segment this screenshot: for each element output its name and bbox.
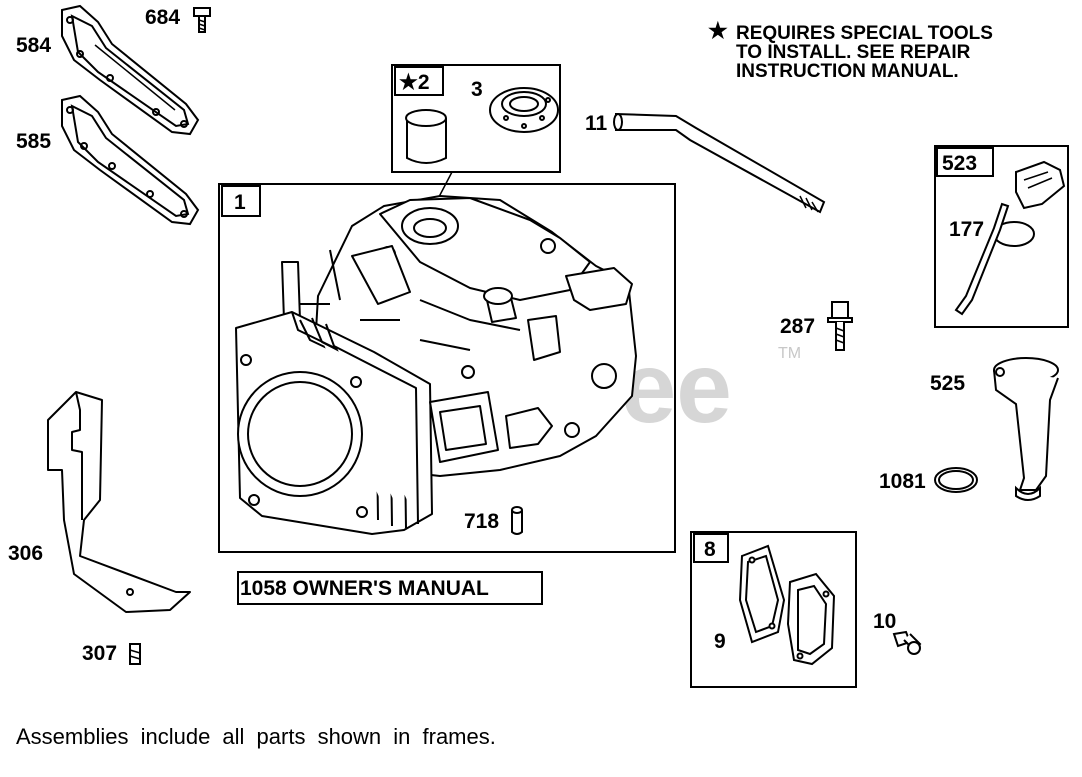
label-718: 718 <box>464 510 499 533</box>
breather-cover[interactable] <box>786 572 836 666</box>
assemblies-footnote: Assemblies include all parts shown in fr… <box>16 724 496 749</box>
label-525: 525 <box>930 372 965 395</box>
watermark-tm: TM <box>778 345 801 362</box>
bolt-287[interactable] <box>827 301 853 351</box>
note-line-1: REQUIRES SPECIAL TOOLS <box>736 23 993 44</box>
label-287: 287 <box>780 315 815 338</box>
cylinder-block-drawing[interactable] <box>235 195 637 535</box>
bushing-assembly-tag <box>394 66 444 96</box>
o-ring-1081[interactable] <box>934 467 978 493</box>
owners-manual-label[interactable]: 1058 OWNER'S MANUAL <box>240 577 489 600</box>
label-9: 9 <box>714 630 726 653</box>
shield-306[interactable] <box>47 391 191 613</box>
breather-assembly-tag <box>693 533 729 563</box>
dipstick-tube-11[interactable] <box>613 112 826 214</box>
cylinder-assembly-number: 1 <box>234 191 246 214</box>
dipstick-177[interactable] <box>954 160 1066 316</box>
label-1081: 1081 <box>879 470 926 493</box>
dipstick-assembly-tag <box>936 147 994 177</box>
oil-fill-tube-525[interactable] <box>993 357 1059 501</box>
note-line-3: INSTRUCTION MANUAL. <box>736 61 959 82</box>
label-10: 10 <box>873 610 896 633</box>
label-307: 307 <box>82 642 117 665</box>
bushing-assembly-frame <box>391 64 561 173</box>
label-584: 584 <box>16 34 51 57</box>
gasket-585[interactable] <box>61 94 200 226</box>
seal-3[interactable] <box>489 87 559 133</box>
bushing-assembly-number: ★2 <box>399 71 430 94</box>
gasket-584[interactable] <box>61 4 200 136</box>
screw-684[interactable] <box>193 7 211 33</box>
owners-manual-box <box>237 571 543 605</box>
breather-assembly-number: 8 <box>704 538 716 561</box>
label-3: 3 <box>471 78 483 101</box>
label-177: 177 <box>949 218 984 241</box>
label-11: 11 <box>585 112 608 135</box>
label-585: 585 <box>16 130 51 153</box>
note-line-2: TO INSTALL. SEE REPAIR <box>736 42 971 63</box>
label-684: 684 <box>145 6 180 29</box>
breather-assembly-frame <box>690 531 857 688</box>
dipstick-assembly-number: 523 <box>942 152 977 175</box>
dipstick-assembly-frame <box>934 145 1069 328</box>
breather-gasket-9[interactable] <box>738 544 786 644</box>
cylinder-assembly-tag <box>221 185 261 217</box>
screw-10[interactable] <box>892 630 922 655</box>
bushing-part[interactable] <box>405 109 447 164</box>
dowel-pin-718[interactable] <box>511 506 523 535</box>
cylinder-assembly-frame <box>218 183 676 553</box>
special-tools-note: ★ REQUIRES SPECIAL TOOLS TO INSTALL. SEE… <box>708 18 993 82</box>
note-star: ★ <box>708 18 728 43</box>
label-306: 306 <box>8 542 43 565</box>
screw-307[interactable] <box>129 643 141 665</box>
